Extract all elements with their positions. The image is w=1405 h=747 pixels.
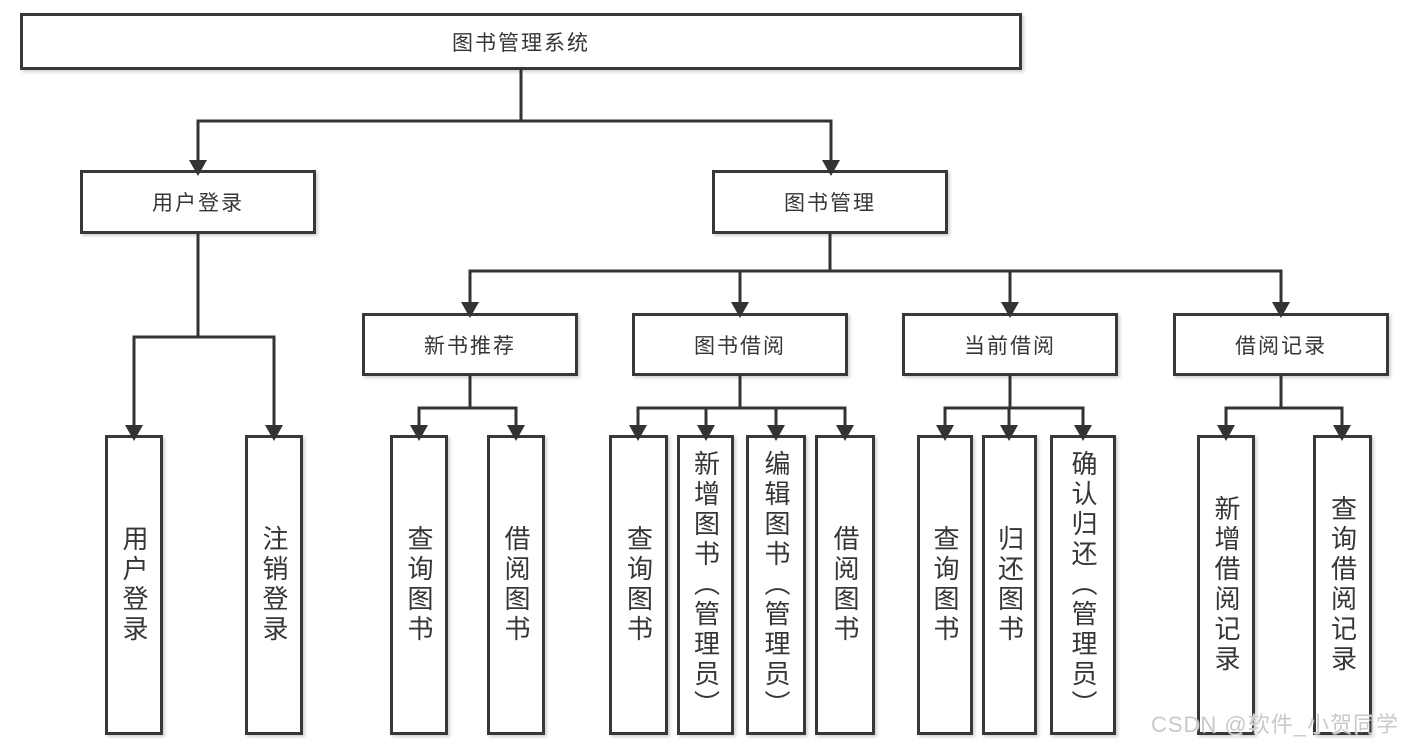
node-label: 用户登录 — [119, 525, 149, 645]
leaf-add-borrow-record: 新增借阅记录 — [1197, 435, 1255, 735]
node-label: 借阅图书 — [830, 525, 860, 645]
node-label: 查询借阅记录 — [1327, 495, 1358, 675]
node-current-borrowing: 当前借阅 — [902, 313, 1118, 376]
node-new-book-recommendation: 新书推荐 — [362, 313, 578, 376]
node-label: 用户登录 — [152, 192, 244, 215]
node-label: 注销登录 — [259, 525, 289, 645]
node-book-management: 图书管理 — [712, 170, 948, 234]
node-label: 确认归还（管理员） — [1068, 450, 1098, 720]
node-library-management-system: 图书管理系统 — [20, 13, 1022, 70]
node-user-login: 用户登录 — [80, 170, 316, 234]
leaf-confirm-return-admin: 确认归还（管理员） — [1050, 435, 1116, 735]
leaf-borrow-books: 借阅图书 — [815, 435, 875, 735]
watermark-text: CSDN @软件_小贺同学 — [1150, 712, 1399, 737]
leaf-edit-book-admin: 编辑图书（管理员） — [746, 435, 806, 735]
node-label: 图书借阅 — [694, 334, 786, 358]
node-label: 新书推荐 — [424, 334, 516, 358]
node-label: 新增借阅记录 — [1211, 495, 1241, 675]
leaf-query-borrow-record: 查询借阅记录 — [1313, 435, 1372, 735]
node-label: 查询图书 — [623, 525, 654, 645]
node-label: 编辑图书（管理员） — [761, 450, 791, 720]
node-label: 当前借阅 — [964, 334, 1056, 358]
leaf-query-books-borrow: 查询图书 — [609, 435, 668, 735]
leaf-user-login: 用户登录 — [105, 435, 163, 735]
node-label: 借阅图书 — [501, 525, 531, 645]
leaf-query-books-current: 查询图书 — [917, 435, 973, 735]
node-label: 新增图书（管理员） — [690, 450, 721, 720]
leaf-logout: 注销登录 — [245, 435, 303, 735]
leaf-return-book: 归还图书 — [982, 435, 1037, 735]
node-book-borrowing: 图书借阅 — [632, 313, 848, 376]
node-borrowing-records: 借阅记录 — [1173, 313, 1389, 376]
node-label: 图书管理 — [784, 192, 876, 215]
leaf-query-books-recommend: 查询图书 — [390, 435, 448, 735]
leaf-borrow-books-recommend: 借阅图书 — [487, 435, 545, 735]
node-label: 图书管理系统 — [452, 31, 590, 55]
node-label: 查询图书 — [404, 525, 434, 645]
node-label: 借阅记录 — [1235, 334, 1327, 358]
leaf-add-book-admin: 新增图书（管理员） — [677, 435, 734, 735]
node-label: 查询图书 — [930, 525, 960, 645]
node-label: 归还图书 — [994, 525, 1025, 645]
